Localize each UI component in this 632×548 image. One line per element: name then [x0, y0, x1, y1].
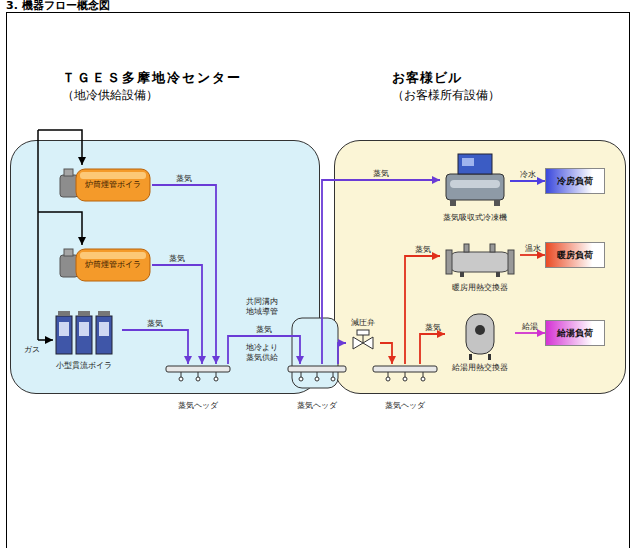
pipe-label: 給湯 [522, 322, 538, 332]
steam-header: 蒸気ヘッダ [285, 364, 349, 410]
equipment-label: 暖房用熱交換器 [452, 283, 508, 292]
steam-pipe [380, 343, 392, 364]
load-box: 冷房負荷 [545, 168, 605, 194]
pipe-label: 蒸気 [176, 174, 192, 184]
equipment-label: 給湯用熱交換器 [452, 363, 508, 372]
region-heading: ＴＧＥＳ多摩地冷センター [62, 70, 242, 86]
equipment-label: 蒸気吸収式冷凍機 [443, 213, 507, 222]
equipment-label: 蒸気ヘッダ [178, 401, 218, 410]
absorption-chiller: 蒸気吸収式冷凍機 [440, 150, 510, 222]
pipe-label: 冷水 [520, 170, 536, 180]
steam-header: 蒸気ヘッダ [163, 364, 233, 410]
load-box: 給湯負荷 [545, 320, 605, 346]
equipment-label: 蒸気ヘッダ [297, 401, 337, 410]
equipment-label: 暖房負荷 [557, 250, 593, 261]
region-heading: （お客様所有設備） [392, 88, 500, 102]
facility-region: お客様ビル （お客様所有設備） 減圧弁蒸気ヘッダ 蒸気吸収式冷凍機 冷房負荷暖房用熱交換… [332, 62, 626, 412]
equipment-label: 蒸気ヘッダ [385, 401, 425, 410]
pressure-valve: 減圧弁 [346, 318, 380, 352]
equipment-label: 給湯負荷 [557, 328, 593, 339]
diagram-title: 3. 機器フロー概念図 [6, 0, 110, 12]
load-box: 暖房負荷 [545, 242, 605, 268]
pipe-label: 蒸気 [147, 319, 163, 329]
steam-pipe [405, 256, 440, 364]
steam-pipe [420, 334, 445, 364]
steam-pipe [515, 332, 545, 334]
gas-line [38, 130, 82, 165]
heat-exchanger: 暖房用熱交換器 [440, 242, 520, 292]
pipe-note: 地冷より 蒸気供給 [246, 343, 282, 362]
pipe-label: 蒸気 [425, 323, 441, 333]
boiler: 炉筒煙管ボイラ [58, 246, 152, 284]
steam-pipe [228, 336, 300, 364]
gas-line [38, 339, 53, 341]
gas-line [37, 130, 39, 340]
steam-pipe [322, 180, 440, 364]
equipment-label: 減圧弁 [351, 318, 375, 327]
equipment-label: 炉筒煙管ボイラ [85, 260, 141, 270]
steam-pipe [510, 180, 545, 182]
steam-pipe [152, 185, 216, 364]
pipe-note: 共同溝内 地域導管 [246, 297, 282, 316]
steam-header: 蒸気ヘッダ [370, 364, 440, 410]
steam-pipe [338, 343, 346, 364]
pipe-label: 温水 [525, 244, 541, 254]
absorption-chiller-symbol [440, 150, 510, 222]
pipe-label: 蒸気 [373, 169, 389, 179]
equipment-label: 冷房負荷 [557, 176, 593, 187]
equipment-label: 小型貫流ボイラ [56, 361, 112, 370]
pipe-note: ガス [24, 345, 40, 355]
region-heading: （地冷供給設備） [62, 88, 158, 102]
steam-pipe [152, 265, 202, 364]
steam-pipe [122, 330, 188, 364]
duct-outline [292, 318, 338, 388]
equipment-label: 炉筒煙管ボイラ [85, 180, 141, 190]
pipe-label: 蒸気 [415, 245, 431, 255]
pipe-label: 蒸気 [169, 254, 185, 264]
hot-water-exchanger-symbol [445, 310, 515, 372]
pipe-label: 蒸気 [256, 325, 272, 335]
hot-water-exchanger: 給湯用熱交換器 [445, 310, 515, 372]
region-heading: お客様ビル [392, 70, 462, 86]
steam-pipe [520, 254, 545, 256]
small-boiler: 小型貫流ボイラ [46, 310, 122, 370]
boiler: 炉筒煙管ボイラ [58, 166, 152, 204]
gas-line [38, 212, 82, 245]
